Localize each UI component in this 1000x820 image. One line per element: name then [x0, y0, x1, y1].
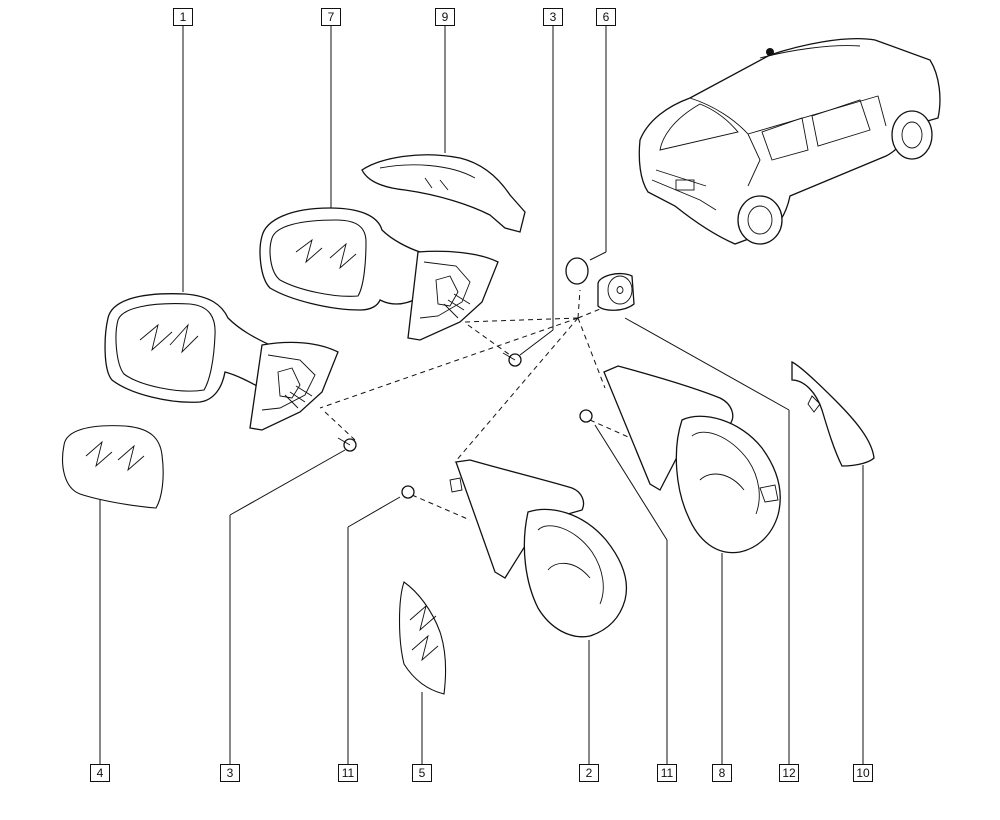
mirror-housing-part-2 [455, 459, 628, 638]
callout-8: 8 [712, 764, 732, 782]
callout-11-left: 11 [338, 764, 358, 782]
callout-5: 5 [412, 764, 432, 782]
vehicle-silhouette [638, 38, 941, 245]
callout-3-bottom: 3 [220, 764, 240, 782]
mirror-cap-part [791, 360, 875, 467]
assembly-lines [319, 289, 636, 521]
callout-7: 7 [321, 8, 341, 26]
cover-trim-part [361, 154, 526, 233]
callout-3-top: 3 [543, 8, 563, 26]
mirror-assembly-right [259, 207, 499, 341]
callout-12: 12 [779, 764, 799, 782]
callout-4: 4 [90, 764, 110, 782]
callout-1: 1 [173, 8, 193, 26]
clip-parts [565, 257, 635, 311]
callout-2: 2 [579, 764, 599, 782]
callout-11-right: 11 [657, 764, 677, 782]
mirror-housing-part-8 [603, 365, 781, 554]
callout-6: 6 [596, 8, 616, 26]
callout-10: 10 [853, 764, 873, 782]
mirror-assembly-left [104, 293, 339, 431]
mirror-glass-left [62, 425, 164, 509]
callout-9: 9 [435, 8, 455, 26]
leader-lines [99, 26, 864, 764]
screw-parts [337, 352, 593, 499]
mirror-glass-small [398, 581, 447, 695]
